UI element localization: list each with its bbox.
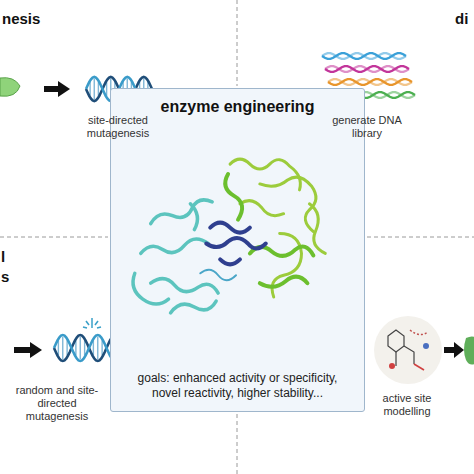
mutation-sparkle (83, 318, 101, 328)
active-site-icon (374, 316, 442, 384)
protein-structure (111, 121, 364, 366)
section-heading: s (1, 268, 9, 285)
section-heading: di (455, 10, 468, 27)
step-caption: random and site-directed mutagenesis (8, 384, 106, 423)
partial-product-icon (464, 336, 474, 364)
step-caption: site-directed mutagenesis (70, 114, 166, 140)
section-heading: l (1, 248, 5, 265)
panel-body: goals: enhanced activity or specificity,… (123, 371, 352, 401)
step-caption: generate DNA library (322, 114, 412, 140)
step-caption: active site modelling (368, 392, 446, 418)
section-heading: nesis (2, 10, 40, 27)
partial-icon (0, 78, 20, 97)
panel-heading: enzyme engineering (111, 97, 364, 116)
